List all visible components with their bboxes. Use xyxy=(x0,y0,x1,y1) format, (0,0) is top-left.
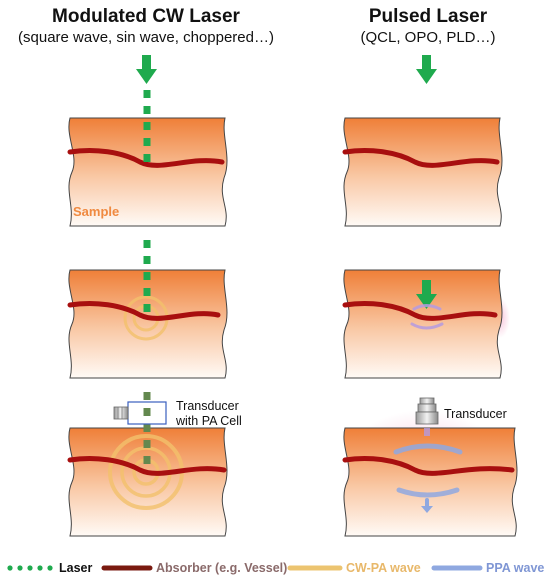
legend: Laser Absorber (e.g. Vessel) CW-PA wave … xyxy=(7,561,544,575)
legend-cw-pa-label: CW-PA wave xyxy=(346,561,421,575)
sample-right-3 xyxy=(341,410,518,537)
sample-left-1 xyxy=(68,117,228,227)
sample-right-1 xyxy=(343,117,503,227)
left-subtitle: (square wave, sin wave, choppered…) xyxy=(18,29,274,46)
transducer-label-right: Transducer xyxy=(444,407,507,421)
transducer-icon-right xyxy=(415,397,439,425)
transducer-label-left-line2: with PA Cell xyxy=(175,414,242,428)
legend-laser-swatch xyxy=(7,565,53,571)
laser-arrow-left-top xyxy=(136,55,157,84)
right-subtitle: (QCL, OPO, PLD…) xyxy=(360,29,495,46)
legend-absorber-label: Absorber (e.g. Vessel) xyxy=(156,561,287,575)
sample-right-2 xyxy=(343,269,510,379)
right-title: Pulsed Laser xyxy=(369,6,488,27)
transducer-label-left-line1: Transducer xyxy=(176,399,239,413)
sample-left-3 xyxy=(68,427,228,537)
absorber-right-2 xyxy=(342,300,498,321)
absorber-left-2 xyxy=(67,300,221,321)
absorber-right-1 xyxy=(342,147,500,168)
ppa-wave-right-3 xyxy=(393,428,463,513)
laser-arrow-right-top xyxy=(416,55,437,84)
legend-ppa-label: PPA wave xyxy=(486,561,544,575)
absorber-right-3 xyxy=(342,455,515,476)
ppa-wave-right-2 xyxy=(410,304,444,330)
absorber-left-1 xyxy=(67,147,225,168)
sample-label: Sample xyxy=(73,204,119,219)
laser-arrow-right-2 xyxy=(416,280,437,309)
absorber-left-3 xyxy=(67,455,227,476)
left-title: Modulated CW Laser xyxy=(52,6,241,27)
sample-left-2 xyxy=(68,269,228,379)
pa-cell-transducer-icon xyxy=(113,401,167,425)
legend-laser-label: Laser xyxy=(59,561,92,575)
